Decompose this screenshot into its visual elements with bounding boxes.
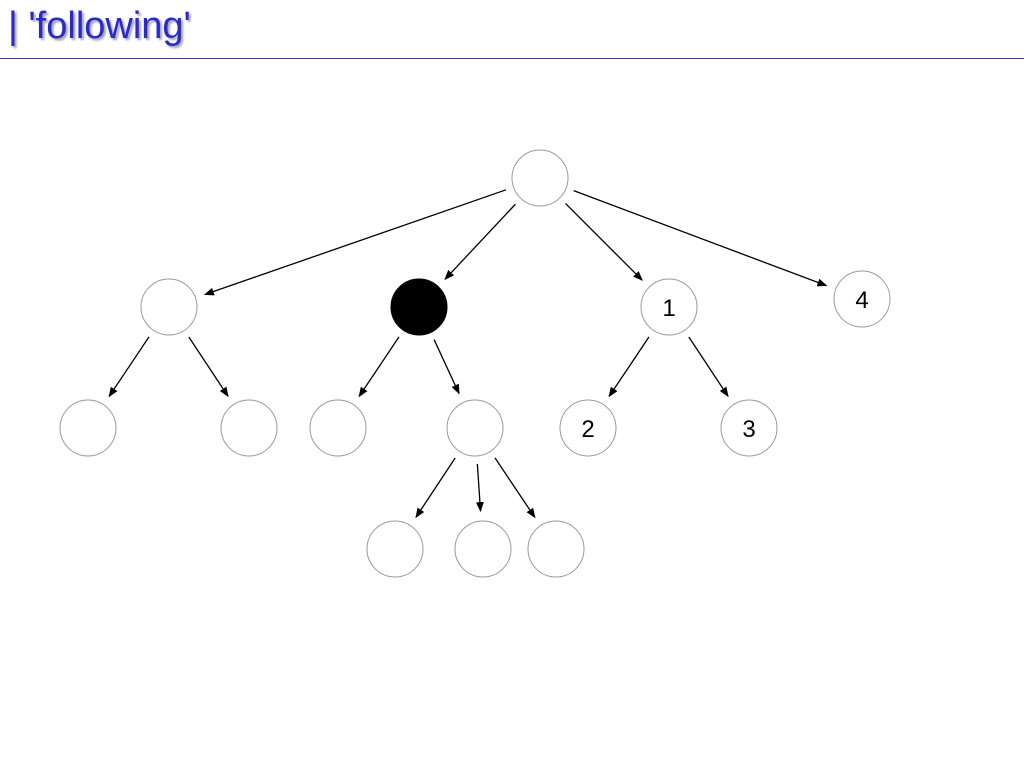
node-circle <box>140 278 198 336</box>
tree-node-a1 <box>59 399 117 457</box>
tree-node-ctx2a <box>366 520 424 578</box>
node-circle <box>640 278 698 336</box>
edge-context-ctx1 <box>358 336 400 398</box>
tree-node-ctx2c <box>527 520 585 578</box>
node-circle <box>833 270 891 328</box>
tree-node-ctx2 <box>446 399 504 457</box>
edge-a-a2 <box>188 336 229 398</box>
edge-root-c <box>573 190 828 287</box>
tree-edges <box>108 189 828 519</box>
tree-node-context <box>390 278 448 336</box>
tree-nodes: 1 4 2 3 <box>59 149 891 578</box>
tree-node-b: 1 <box>640 278 698 336</box>
context-node-circle <box>390 278 448 336</box>
edge-ctx2-ctx2b <box>475 463 484 513</box>
edge-b-b2 <box>688 336 729 398</box>
tree-node-ctx2b <box>454 520 512 578</box>
tree-node-b2: 3 <box>720 399 778 457</box>
node-label: 4 <box>855 287 868 314</box>
edge-root-b <box>564 202 643 281</box>
edge-ctx2-ctx2a <box>415 457 456 519</box>
tree-node-a2 <box>220 399 278 457</box>
title-divider <box>0 58 1024 59</box>
edge-root-a <box>203 189 507 296</box>
edge-a-a1 <box>108 336 150 398</box>
tree-node-ctx1 <box>309 399 367 457</box>
node-circle <box>220 399 278 457</box>
tree-node-a <box>140 278 198 336</box>
node-label: 2 <box>581 416 594 443</box>
edge-context-ctx2 <box>433 339 460 395</box>
node-circle <box>446 399 504 457</box>
node-circle <box>366 520 424 578</box>
node-label: 1 <box>662 295 675 322</box>
slide-title: | 'following' <box>8 5 191 47</box>
node-circle <box>511 149 569 207</box>
node-circle <box>720 399 778 457</box>
node-circle <box>309 399 367 457</box>
node-circle <box>59 399 117 457</box>
node-circle <box>454 520 512 578</box>
node-circle <box>559 399 617 457</box>
edge-ctx2-ctx2c <box>494 457 536 519</box>
edge-root-context <box>444 203 516 281</box>
tree-node-root <box>511 149 569 207</box>
node-label: 3 <box>742 416 755 443</box>
tree-node-c: 4 <box>833 270 891 328</box>
edge-b-b1 <box>608 336 650 398</box>
node-circle <box>527 520 585 578</box>
tree-node-b1: 2 <box>559 399 617 457</box>
